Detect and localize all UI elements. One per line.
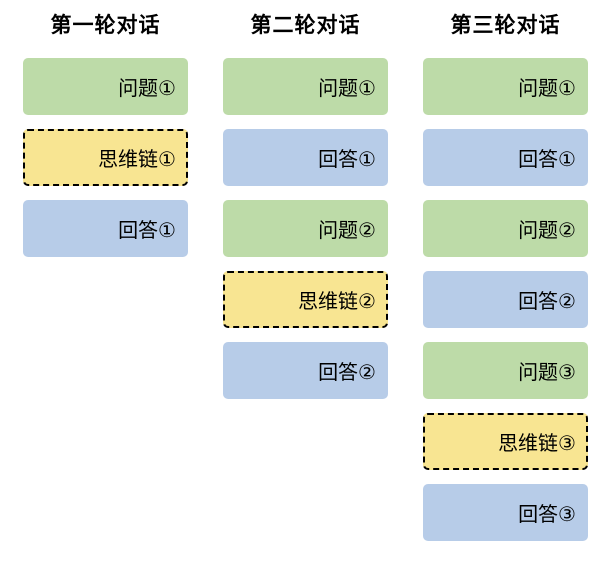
cot-box-label: 思维链① xyxy=(98,149,176,171)
question-box-label: 问题① xyxy=(118,78,176,100)
cot-box: 思维链③ xyxy=(423,413,588,470)
question-box-label: 问题② xyxy=(318,220,376,242)
question-box-label: 问题② xyxy=(518,220,576,242)
question-box: 问题① xyxy=(223,58,388,115)
question-box: 问题③ xyxy=(423,342,588,399)
answer-box: 回答① xyxy=(423,129,588,186)
answer-box: 回答① xyxy=(223,129,388,186)
answer-box-label: 回答① xyxy=(118,220,176,242)
column-boxes-round-3: 问题① 回答① 问题② 回答② 问题③ 思维链③ 回答③ xyxy=(423,58,588,541)
question-box: 问题② xyxy=(423,200,588,257)
answer-box-label: 回答① xyxy=(318,149,376,171)
column-boxes-round-2: 问题① 回答① 问题② 思维链② 回答② xyxy=(223,58,388,399)
cot-box: 思维链② xyxy=(223,271,388,328)
column-title-round-1: 第一轮对话 xyxy=(50,14,161,37)
answer-box: 回答② xyxy=(423,271,588,328)
answer-box-label: 回答② xyxy=(518,291,576,313)
answer-box: 回答② xyxy=(223,342,388,399)
question-box-label: 问题① xyxy=(518,78,576,100)
question-box: 问题① xyxy=(23,58,188,115)
question-box-label: 问题① xyxy=(318,78,376,100)
answer-box-label: 回答② xyxy=(318,362,376,384)
column-round-1: 第一轮对话 问题① 思维链① 回答① xyxy=(23,12,188,569)
answer-box-label: 回答③ xyxy=(518,504,576,526)
column-round-3: 第三轮对话 问题① 回答① 问题② 回答② 问题③ 思维链③ 回答③ xyxy=(423,12,588,569)
question-box: 问题① xyxy=(423,58,588,115)
answer-box-label: 回答① xyxy=(518,149,576,171)
question-box-label: 问题③ xyxy=(518,362,576,384)
cot-box-label: 思维链② xyxy=(298,291,376,313)
question-box: 问题② xyxy=(223,200,388,257)
cot-box: 思维链① xyxy=(23,129,188,186)
column-title-round-2: 第二轮对话 xyxy=(250,14,361,37)
cot-box-label: 思维链③ xyxy=(498,433,576,455)
answer-box: 回答③ xyxy=(423,484,588,541)
answer-box: 回答① xyxy=(23,200,188,257)
column-round-2: 第二轮对话 问题① 回答① 问题② 思维链② 回答② xyxy=(223,12,388,569)
column-boxes-round-1: 问题① 思维链① 回答① xyxy=(23,58,188,257)
column-title-round-3: 第三轮对话 xyxy=(450,14,561,37)
